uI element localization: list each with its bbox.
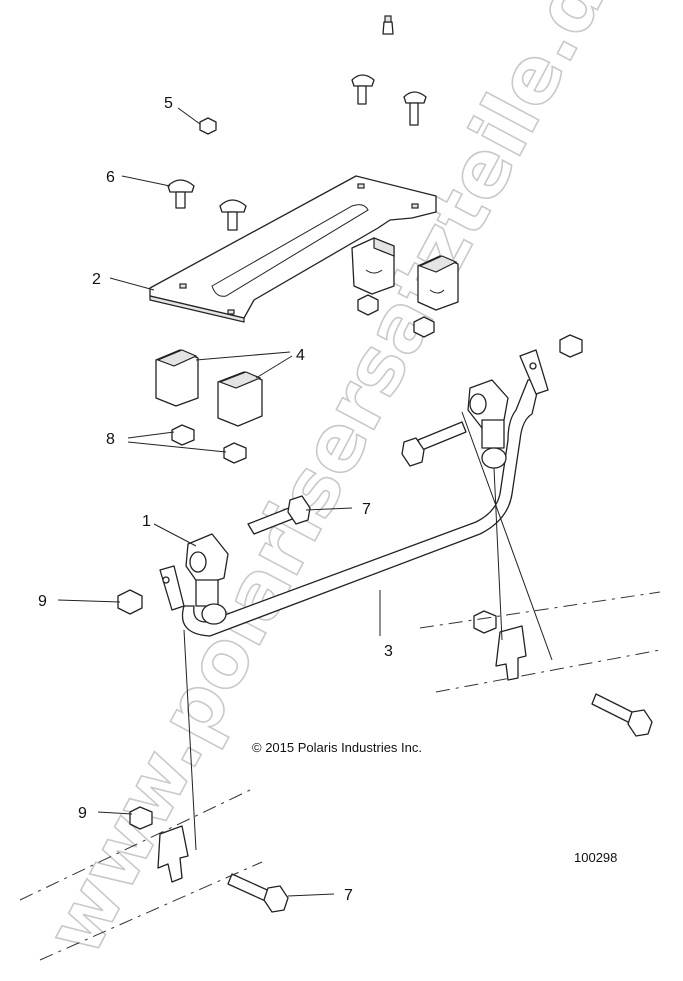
flange-nut-upper-2 — [413, 316, 435, 338]
flange-nut-item-8-b — [223, 442, 247, 464]
carriage-bolt-top-2 — [403, 91, 427, 126]
flange-nut-mid-right — [473, 610, 497, 634]
callout-9-upper: 9 — [38, 593, 47, 610]
flange-nut-upper-3 — [559, 334, 583, 358]
callout-7-upper: 7 — [362, 501, 371, 518]
callout-1: 1 — [142, 513, 151, 530]
bushing-item-4-top-b — [417, 255, 459, 311]
flange-bolt-upper-right — [401, 421, 467, 467]
callout-3: 3 — [384, 643, 393, 660]
flange-nut-item-8-a — [171, 424, 195, 446]
frame-phantom-left — [19, 789, 263, 961]
stabilizer-bar-item-3 — [159, 349, 549, 637]
callout-8: 8 — [106, 431, 115, 448]
carriage-bolt-item-6 — [121, 175, 195, 209]
frame-phantom-right — [419, 591, 661, 693]
callout-6: 6 — [106, 169, 115, 186]
bushing-item-4-left-a — [155, 349, 199, 407]
callout-4: 4 — [296, 347, 305, 364]
callout-5: 5 — [164, 95, 173, 112]
copyright-text: © 2015 Polaris Industries Inc. — [252, 740, 422, 755]
end-link-item-1-right — [467, 379, 509, 469]
carriage-bolt-item-6b — [219, 199, 247, 231]
figure-number: 100298 — [574, 850, 617, 865]
flange-nut-upper-1 — [357, 294, 379, 316]
end-link-item-1-left — [153, 523, 229, 625]
watermark: www.polarisersatzteile.de — [29, 0, 650, 970]
grease-fitting-top — [382, 15, 394, 35]
nut-item-5 — [177, 107, 217, 135]
callout-2: 2 — [92, 271, 101, 288]
callout-7-lower: 7 — [344, 887, 353, 904]
mounting-plate-item-2 — [109, 175, 437, 323]
flange-nut-item-9-lower — [97, 806, 153, 830]
bushing-item-4-top-a — [351, 237, 395, 295]
callout-9-lower: 9 — [78, 805, 87, 822]
bushing-item-4-left-b — [217, 371, 263, 427]
watermark-text: www.polarisersatzteile.de — [29, 0, 648, 969]
flange-bolt-item-7-upper — [247, 495, 353, 535]
flange-bolt-item-7-lower — [227, 873, 335, 913]
flange-nut-item-9-upper — [57, 589, 143, 615]
carriage-bolt-top-1 — [351, 74, 375, 105]
flange-bolt-lower-right — [591, 693, 653, 737]
